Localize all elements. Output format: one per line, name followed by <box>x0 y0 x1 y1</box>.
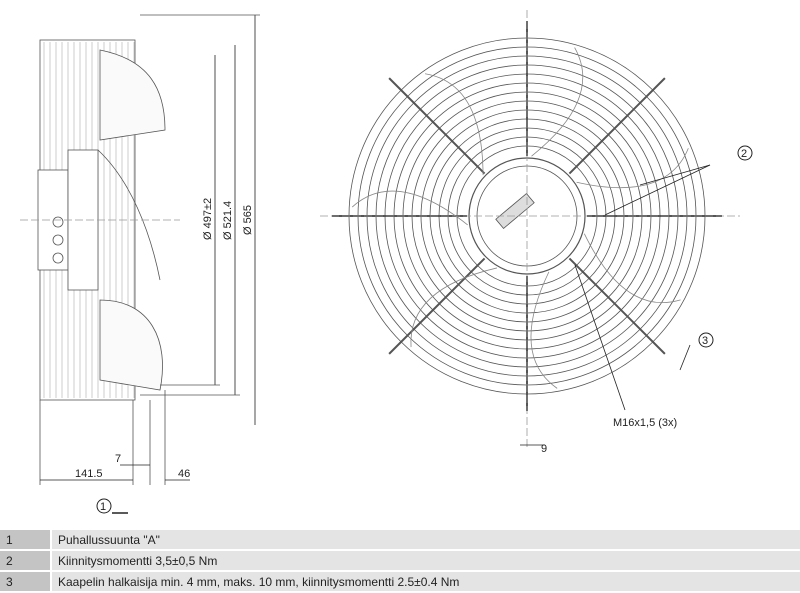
fan-blade <box>424 73 484 176</box>
svg-text:1: 1 <box>100 501 106 513</box>
fan-blade <box>410 267 498 348</box>
dimension-front: 46 <box>178 468 190 480</box>
fan-blade <box>530 271 558 389</box>
dimension-offset: 7 <box>115 453 121 465</box>
dimension-d2: Ø 521.4 <box>222 201 234 240</box>
fan-blade <box>351 190 468 226</box>
fan-blade <box>531 47 584 157</box>
svg-text:3: 3 <box>702 335 708 347</box>
fan-technical-drawing: Ø 497±2 Ø 521.4 Ø 565 141.5 7 46 2 3 1 9… <box>20 10 753 514</box>
dimension-bracket: 9 <box>541 443 547 455</box>
callout-3: 3 <box>698 332 714 348</box>
dimension-depth: 141.5 <box>75 468 103 480</box>
svg-text:2: 2 <box>741 148 747 160</box>
dimension-d1: Ø 497±2 <box>202 198 214 240</box>
grill-spoke <box>388 77 486 175</box>
grill-spoke <box>568 77 666 175</box>
fan-blade <box>583 233 681 304</box>
dimension-d3: Ø 565 <box>242 205 254 235</box>
fan-blade <box>576 148 689 189</box>
grill-spoke <box>388 257 486 355</box>
side-view <box>20 14 260 485</box>
callout-1: 1 <box>96 498 128 514</box>
grill-spoke <box>568 257 666 355</box>
callout-2: 2 <box>737 145 753 161</box>
front-view <box>320 10 740 450</box>
thread-label: M16x1,5 (3x) <box>613 417 677 429</box>
